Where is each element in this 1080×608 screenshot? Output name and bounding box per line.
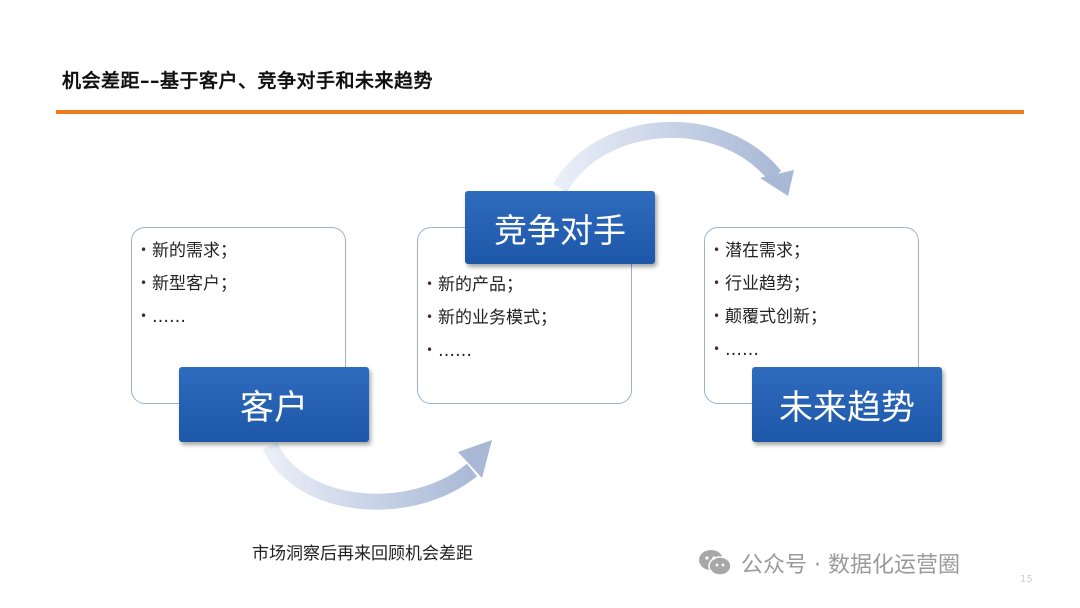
arrow-head-bottom <box>458 440 492 478</box>
list-item: •…… <box>713 333 918 366</box>
watermark-text: 公众号 · 数据化运营圈 <box>741 553 960 578</box>
list-item: •…… <box>140 300 345 333</box>
bullet-icon: • <box>713 276 721 290</box>
bullet-icon: • <box>713 309 721 323</box>
customer-label: 客户 <box>179 367 369 442</box>
wechat-icon <box>699 550 732 576</box>
bullet-icon: • <box>426 343 434 357</box>
list-item: •新的业务模式； <box>426 301 631 334</box>
bullet-icon: • <box>713 342 721 356</box>
list-item: •新的需求； <box>140 234 345 267</box>
trend-bullets: •潜在需求； •行业趋势； •颠覆式创新； •…… <box>705 228 918 366</box>
list-item: •…… <box>426 334 631 367</box>
list-item: •新的产品； <box>426 268 631 301</box>
page-number: 15 <box>1020 574 1033 585</box>
list-item: •颠覆式创新； <box>713 300 918 333</box>
arrow-competitor-to-trend <box>553 121 782 193</box>
list-item: •新型客户； <box>140 267 345 300</box>
arrow-customer-to-competitor <box>262 442 478 510</box>
list-item: •潜在需求； <box>713 234 918 267</box>
bullet-icon: • <box>140 276 148 290</box>
bullet-icon: • <box>140 243 148 257</box>
competitor-bullets: •新的产品； •新的业务模式； •…… <box>418 228 631 367</box>
trend-label: 未来趋势 <box>752 367 942 442</box>
diagram-caption: 市场洞察后再来回顾机会差距 <box>252 544 473 564</box>
arrow-head-top <box>760 170 794 196</box>
title-divider <box>56 110 1024 114</box>
bullet-icon: • <box>426 277 434 291</box>
watermark: 公众号 · 数据化运营圈 <box>697 547 960 579</box>
list-item: •行业趋势； <box>713 267 918 300</box>
customer-bullets: •新的需求； •新型客户； •…… <box>132 228 345 333</box>
bullet-icon: • <box>426 310 434 324</box>
slide-title: 机会差距––基于客户、竞争对手和未来趋势 <box>62 70 434 92</box>
bullet-icon: • <box>140 309 148 323</box>
competitor-label: 竞争对手 <box>465 191 655 264</box>
bullet-icon: • <box>713 243 721 257</box>
